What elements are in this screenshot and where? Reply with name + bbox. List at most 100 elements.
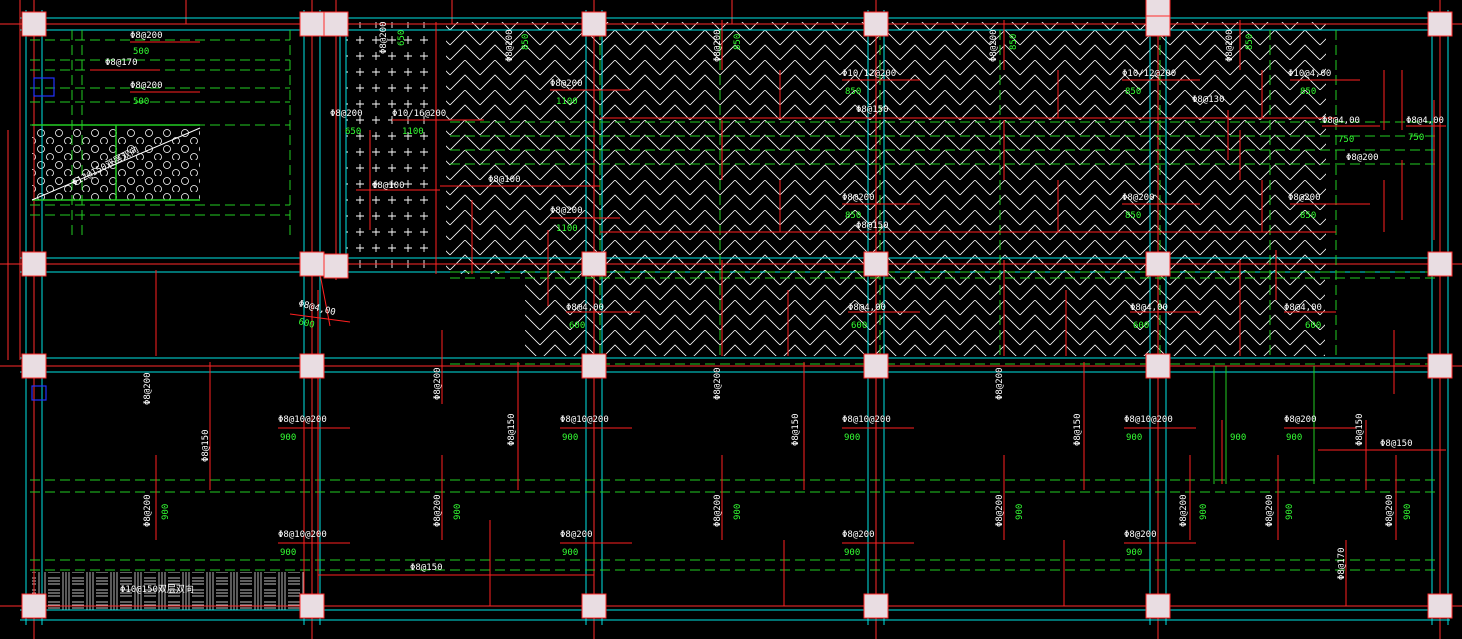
rebar-annotations: Φ8@200 500 Φ8@170 Φ8@200 500 Φ12@150双层双向… — [70, 21, 1444, 595]
rebar-label: Φ10@4,00 — [1288, 69, 1331, 79]
rebar-value: 900 — [1199, 504, 1209, 520]
rebar-label: Φ8@200 — [330, 109, 363, 119]
rebar-value: 750 — [1338, 135, 1354, 145]
rebar-label: Φ8@100 — [488, 175, 521, 185]
rebar-value: 850 — [1125, 87, 1141, 97]
column — [581, 353, 607, 379]
dashed-beam-lines — [30, 30, 1440, 571]
rebar-value: 900 — [1126, 433, 1142, 443]
rebar-label: Φ8@200 — [143, 372, 153, 405]
column — [21, 353, 47, 379]
rebar-label: Φ8@200 — [1225, 29, 1235, 62]
rebar-label: Φ8@150 — [1073, 413, 1083, 446]
rebar-label: Φ8@4,00 — [1406, 116, 1444, 126]
column — [1427, 251, 1453, 277]
rebar-label: Φ8@150 — [856, 105, 889, 115]
rebar-value: 900 — [280, 433, 296, 443]
column — [1427, 11, 1453, 37]
rebar-label: Φ8@200 — [433, 494, 443, 527]
rebar-label: Φ10/16@200 — [392, 109, 446, 119]
column — [1145, 251, 1171, 277]
rebar-value: 1100 — [402, 127, 424, 137]
rebar-value: 600 — [1305, 321, 1321, 331]
rebar-value: 850 — [1009, 34, 1019, 50]
rebar-label: Φ8@200 — [130, 31, 163, 41]
rebar-value: 600 — [297, 317, 315, 331]
rebar-label: Φ8@200 — [1284, 415, 1317, 425]
rebar-value: 750 — [1408, 133, 1424, 143]
rebar-value: 900 — [161, 504, 171, 520]
rebar-label: Φ8@200 — [1179, 494, 1189, 527]
rebar-value: 1100 — [556, 97, 578, 107]
rebar-value: 900 — [562, 433, 578, 443]
rebar-lines — [90, 20, 1446, 606]
rebar-value: 900 — [1230, 433, 1246, 443]
column — [863, 593, 889, 619]
rebar-label: Φ8@200 — [550, 79, 583, 89]
rebar-value: 900 — [1285, 504, 1295, 520]
rebar-label: Φ8@200 — [505, 29, 515, 62]
rebar-value: 650 — [397, 30, 407, 46]
rebar-value: 600 — [851, 321, 867, 331]
rebar-value: 850 — [733, 34, 743, 50]
column — [581, 11, 607, 37]
hatch-label: Φ10@150双层双向 — [120, 583, 194, 595]
column — [21, 251, 47, 277]
rebar-label: Φ8@200 — [713, 494, 723, 527]
rebar-label: Φ8@200 — [379, 21, 389, 54]
column — [1427, 593, 1453, 619]
column — [21, 593, 47, 619]
rebar-label: Φ8@200 — [1265, 494, 1275, 527]
rebar-label: Φ8@200 — [1385, 494, 1395, 527]
rebar-value: 900 — [1126, 548, 1142, 558]
column — [1145, 353, 1171, 379]
rebar-value: 850 — [521, 34, 531, 50]
column — [1145, 593, 1171, 619]
column — [863, 353, 889, 379]
hatch-weave-strip — [32, 572, 304, 610]
rebar-label: Φ8@200 — [989, 29, 999, 62]
rebar-label: Φ8@10@200 — [278, 530, 327, 540]
rebar-value: 900 — [844, 548, 860, 558]
rebar-line — [289, 313, 351, 323]
rebar-label: Φ8@200 — [130, 81, 163, 91]
rebar-label: Φ10/12@200 — [842, 69, 896, 79]
rebar-label: Φ8@200 — [713, 367, 723, 400]
rebar-value: 850 — [1245, 34, 1255, 50]
hatch-plus-strip — [346, 22, 434, 274]
columns — [21, 0, 1453, 619]
rebar-label: Φ8@200 — [560, 530, 593, 540]
rebar-value: 850 — [1300, 211, 1316, 221]
rebar-label: Φ8@200 — [842, 530, 875, 540]
rebar-label: Φ8@4,00 — [1322, 116, 1360, 126]
rebar-label: Φ8@150 — [410, 563, 443, 573]
rebar-value: 1100 — [556, 224, 578, 234]
rebar-value: 850 — [845, 211, 861, 221]
rebar-label: Φ8@200 — [995, 367, 1005, 400]
column — [863, 11, 889, 37]
column — [1145, 0, 1171, 17]
rebar-label: Φ8@200 — [1288, 193, 1321, 203]
dashed-beam — [31, 127, 201, 201]
column — [1427, 353, 1453, 379]
marker-square-lower — [31, 385, 47, 401]
rebar-label: Φ8@150 — [507, 413, 517, 446]
rebar-value: 650 — [345, 127, 361, 137]
rebar-value: 500 — [133, 97, 149, 107]
rebar-label: Φ8@170 — [1337, 547, 1347, 580]
column — [21, 11, 47, 37]
beam-outlines — [20, 10, 1450, 625]
rebar-label: Φ8@4,00 — [1130, 303, 1168, 313]
marker-square-upper — [33, 77, 55, 97]
hatch-zigzag-lower — [525, 274, 1325, 356]
rebar-label: Φ8@4,00 — [1284, 303, 1322, 313]
rebar-value: 500 — [133, 47, 149, 57]
rebar-label: Φ8@4,00 — [566, 303, 604, 313]
rebar-label: Φ8@200 — [713, 29, 723, 62]
rebar-value: 850 — [845, 87, 861, 97]
hatch-zigzag-main — [446, 22, 1326, 274]
rebar-value: 900 — [1286, 433, 1302, 443]
rebar-value: 900 — [562, 548, 578, 558]
